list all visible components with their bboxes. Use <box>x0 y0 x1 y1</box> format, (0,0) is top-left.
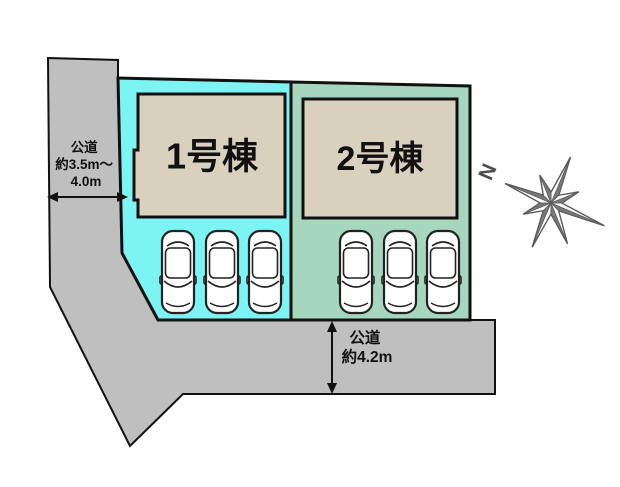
width-arrow-west <box>47 192 128 202</box>
road-south-line-1: 公道 <box>349 328 381 347</box>
road-shape <box>46 56 496 448</box>
compass-rose <box>504 156 605 248</box>
car-icon <box>380 229 420 315</box>
building-2-label: 2号棟 <box>337 140 425 178</box>
north-label: N <box>474 161 501 184</box>
road-south-line-2: 約4.2m <box>342 347 393 366</box>
road-label-west: 公道 約3.5m～ 4.0m <box>55 139 117 189</box>
building-1-label: 1号棟 <box>166 136 259 177</box>
car-icon <box>202 229 242 315</box>
width-arrow-south <box>327 321 337 394</box>
car-icon <box>336 229 376 315</box>
road-label-south: 公道 約4.2m <box>342 328 393 366</box>
road-west-line-1: 公道 <box>71 139 98 155</box>
road-west-line-3: 4.0m <box>71 174 102 189</box>
building-1 <box>132 92 287 219</box>
car-icon <box>158 229 198 315</box>
car-icon <box>245 229 285 315</box>
road-west-line-2: 約3.5m～ <box>55 156 113 172</box>
building-2 <box>301 97 459 220</box>
car-icon <box>423 229 463 315</box>
